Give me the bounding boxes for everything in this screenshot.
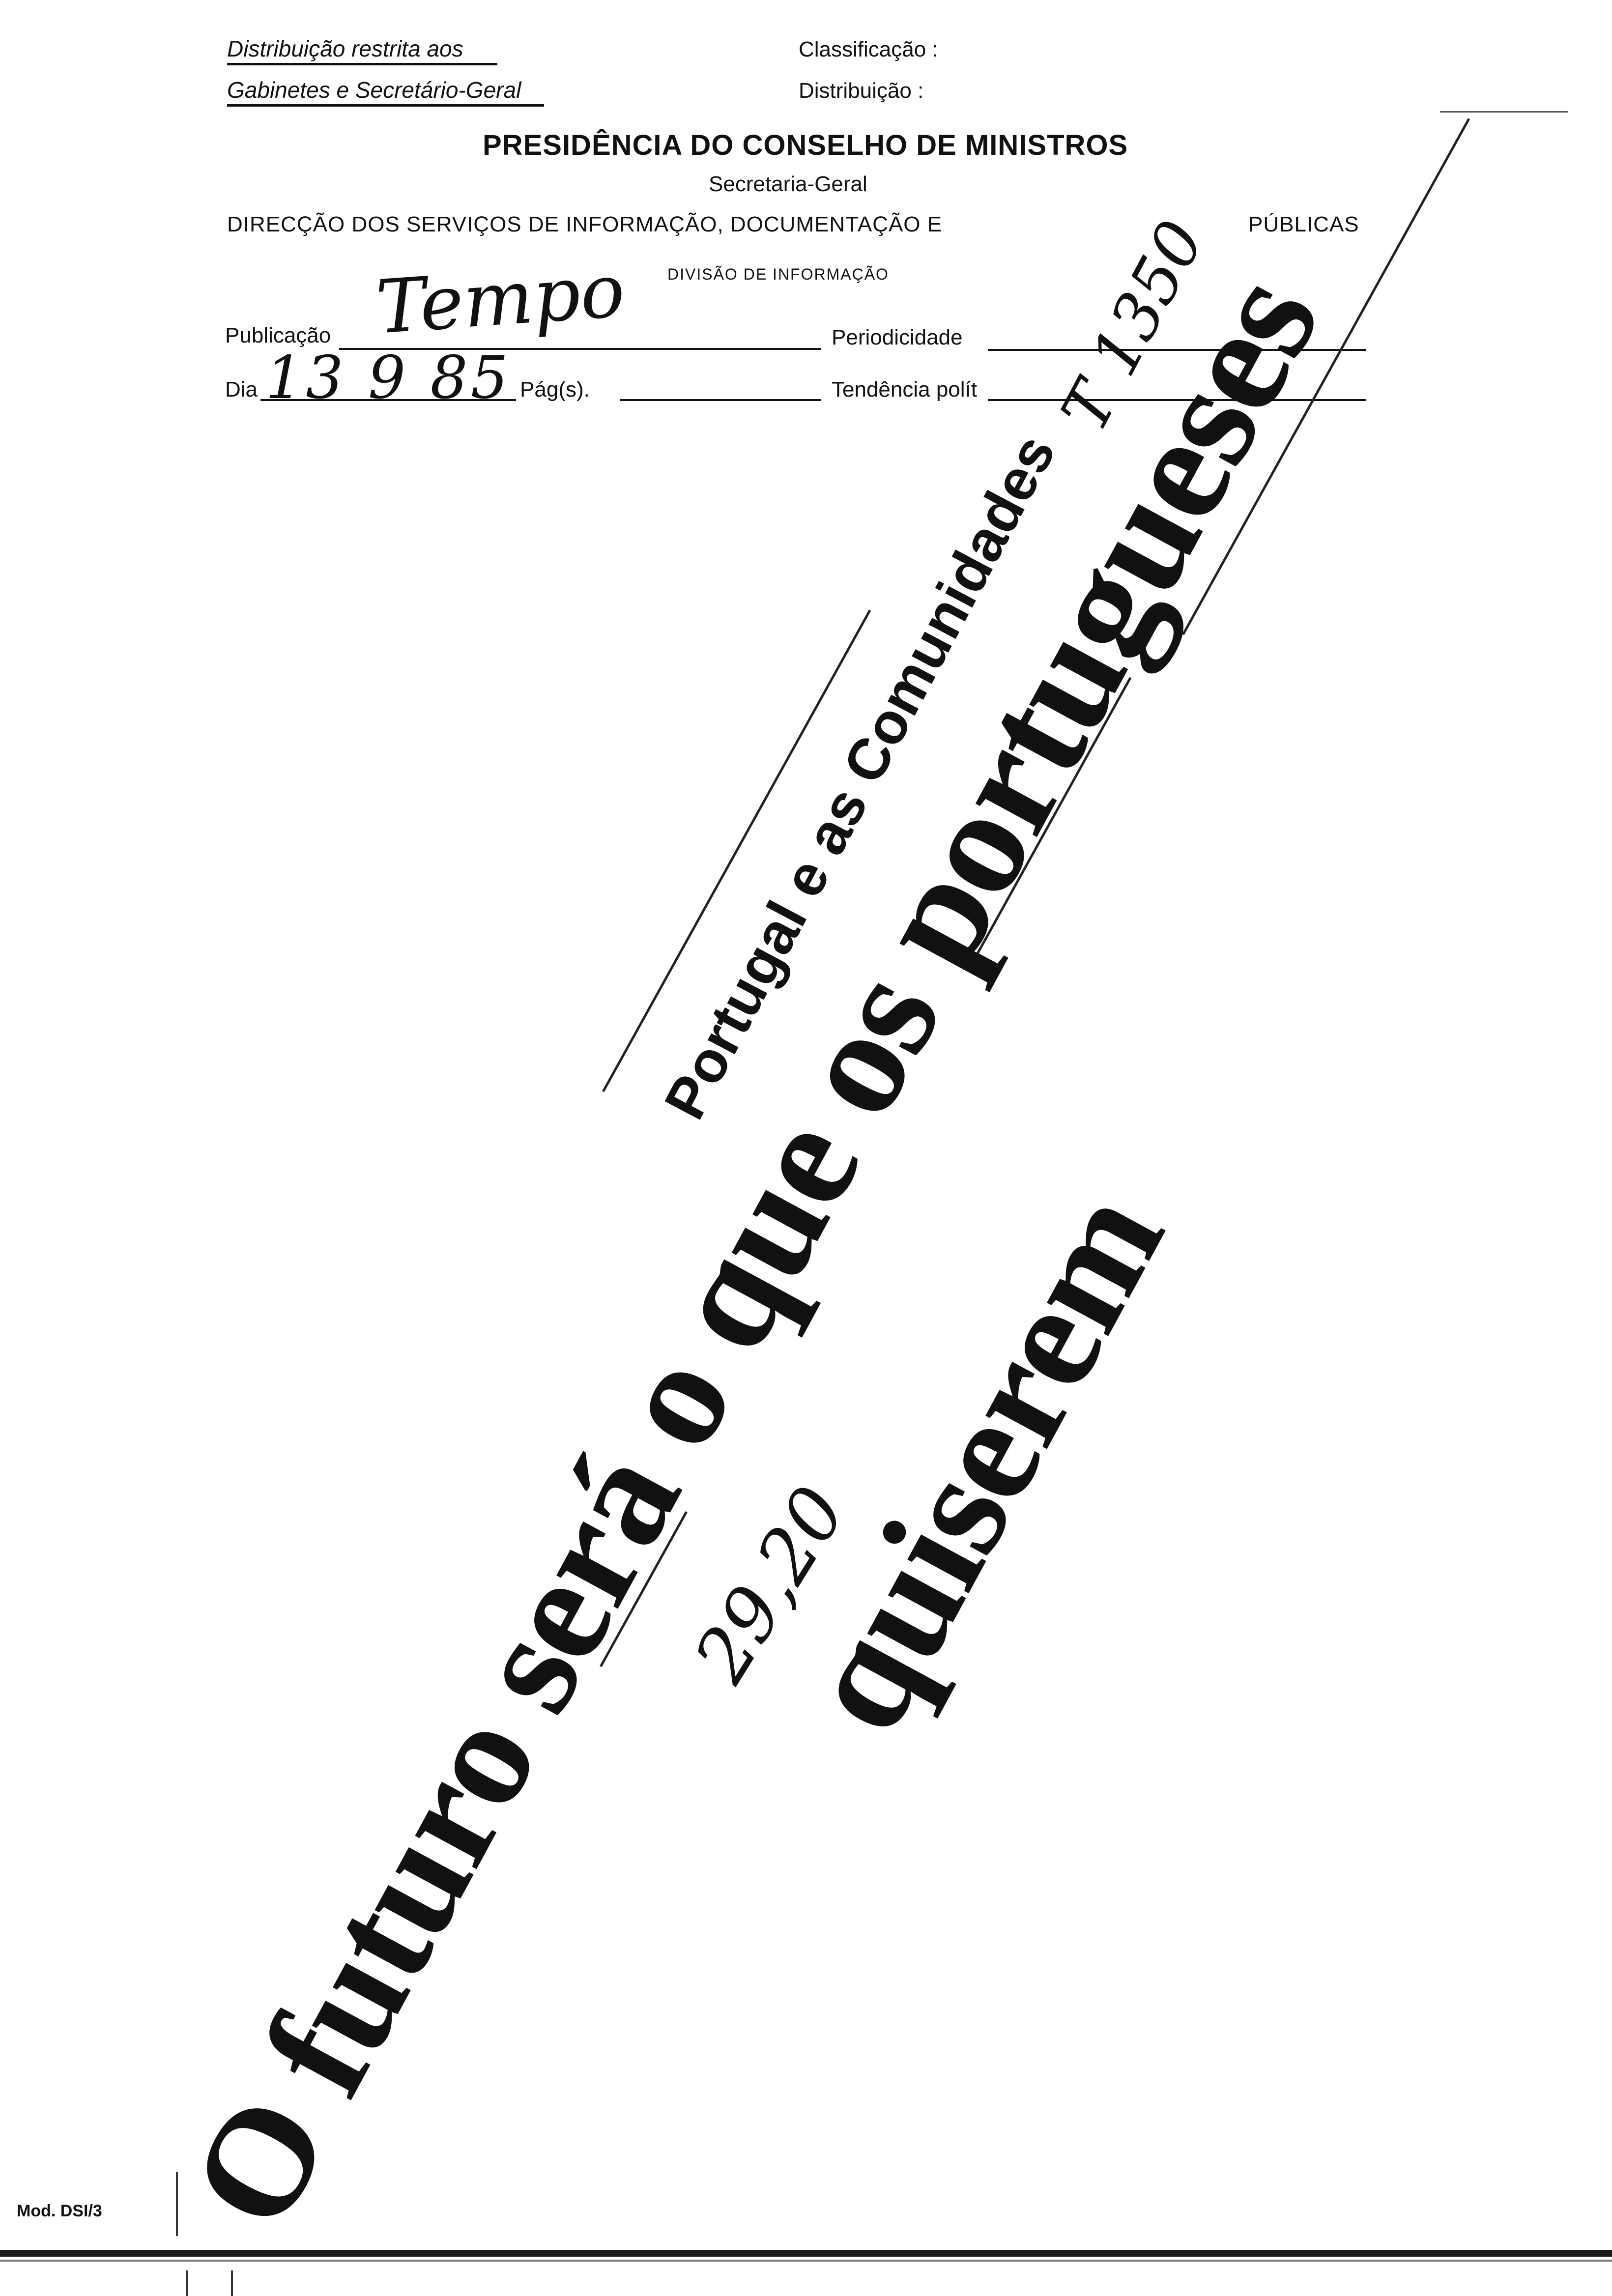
- bottom-scan-band-thin: [0, 2260, 1612, 2262]
- distribution-note-underline1: [227, 63, 497, 65]
- tendencia-field-line: [988, 399, 1366, 401]
- periodicidade-field-line: [988, 349, 1366, 351]
- distribution-note-line2: Gabinetes e Secretário-Geral: [227, 77, 521, 103]
- division-title: DIVISÃO DE INFORMAÇÃO: [667, 265, 889, 283]
- tendencia-label: Tendência polít: [832, 377, 977, 402]
- publicacao-field-line: [339, 348, 821, 350]
- footer-tick-1: [176, 2172, 178, 2236]
- dia-field-line: [260, 399, 516, 401]
- organization-title: PRESIDÊNCIA DO CONSELHO DE MINISTROS: [483, 129, 1128, 161]
- dia-label: Dia: [225, 377, 258, 402]
- distribution-note-line1: Distribuição restrita aos: [227, 36, 463, 61]
- publicacao-handwritten-value: Tempo: [374, 248, 628, 351]
- periodicidade-label: Periodicidade: [832, 325, 963, 349]
- distribuicao-label: Distribuição :: [799, 79, 924, 103]
- top-right-rule: [1440, 111, 1568, 113]
- distribution-note-underline2: [227, 104, 544, 107]
- secretariat-title: Secretaria-Geral: [709, 172, 867, 196]
- classificacao-label: Classificação :: [799, 37, 938, 61]
- dia-handwritten-value: 13 9 85: [265, 344, 512, 412]
- footer-tick-3: [231, 2270, 233, 2296]
- pags-field-line: [620, 399, 821, 401]
- pags-label: Pág(s).: [520, 377, 590, 402]
- form-code: Mod. DSI/3: [17, 2202, 102, 2220]
- footer-tick-2: [186, 2270, 188, 2296]
- publicacao-label: Publicação: [225, 323, 331, 347]
- bottom-scan-band: [0, 2250, 1612, 2257]
- department-title-end: PÚBLICAS: [1248, 212, 1359, 236]
- department-title: DIRECÇÃO DOS SERVIÇOS DE INFORMAÇÃO, DOC…: [227, 212, 943, 236]
